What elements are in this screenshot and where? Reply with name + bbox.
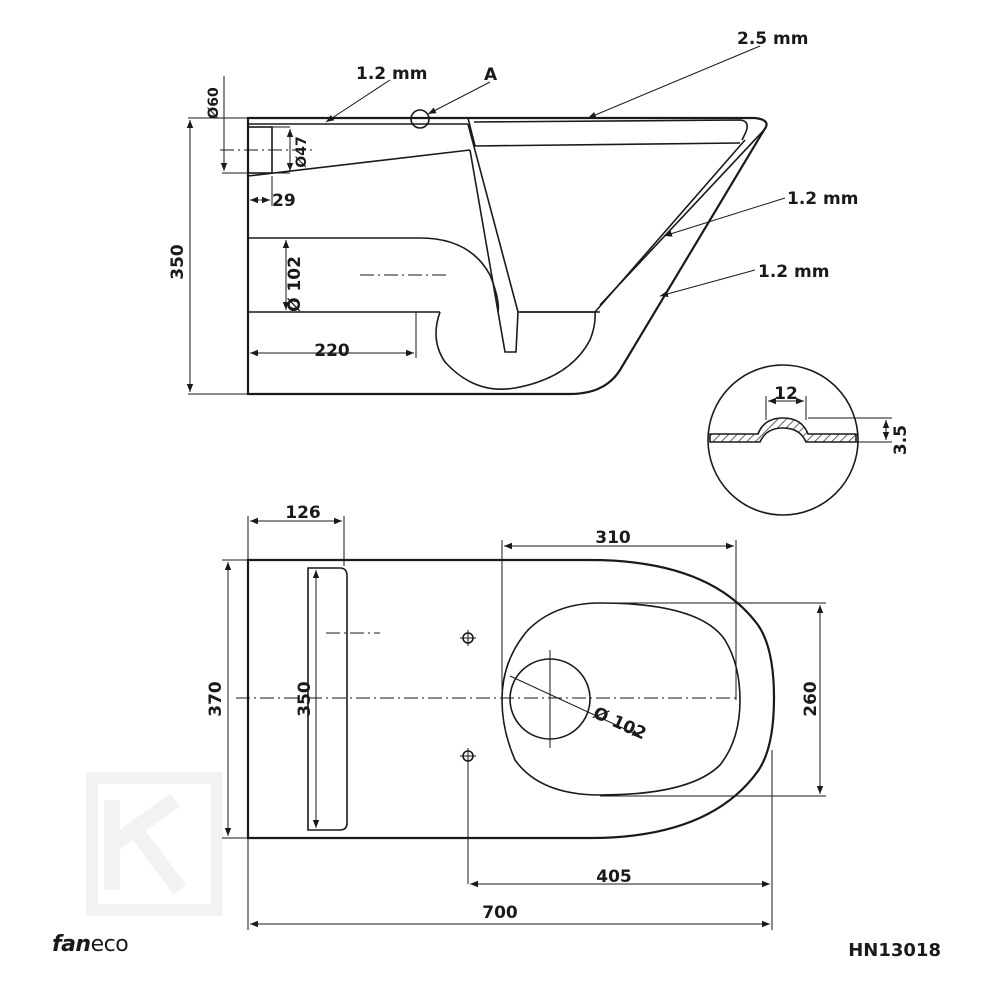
side-dia-inlet-outer-label: Ø60 bbox=[206, 87, 222, 119]
top-dia-outlet-label: Ø 102 bbox=[590, 703, 649, 744]
side-thickness-bowl-outer-label: 1.2 mm bbox=[758, 262, 829, 282]
top-overall-width-label: 370 bbox=[206, 681, 226, 717]
brand-logo: faneco bbox=[52, 932, 129, 957]
product-code: HN13018 bbox=[848, 940, 941, 961]
side-height-label: 350 bbox=[168, 244, 188, 280]
detail-width-label: 12 bbox=[774, 384, 798, 404]
watermark-logo bbox=[86, 772, 223, 916]
top-bowl-width-label: 260 bbox=[801, 681, 821, 717]
side-view: 350 Ø60 Ø47 29 Ø 102 220 1.2 mm A 2.5 mm bbox=[168, 29, 858, 396]
detail-a-view: 12 3.5 bbox=[707, 364, 911, 516]
brand-light: eco bbox=[90, 932, 129, 957]
top-view: 126 310 370 350 Ø 102 260 405 700 bbox=[206, 503, 826, 930]
side-view-outline bbox=[246, 116, 768, 396]
detail-a-marker: A bbox=[484, 65, 498, 85]
side-inlet-offset-label: 29 bbox=[272, 191, 296, 211]
side-thickness-top-label: 1.2 mm bbox=[356, 64, 427, 84]
top-overall-length-label: 700 bbox=[482, 903, 518, 923]
top-fixing-to-front-label: 405 bbox=[596, 867, 632, 887]
side-thickness-rim-label: 2.5 mm bbox=[737, 29, 808, 49]
detail-height-label: 3.5 bbox=[891, 425, 911, 455]
side-outlet-length-label: 220 bbox=[314, 341, 350, 361]
top-flange-width-label: 126 bbox=[285, 503, 321, 523]
brand-bold: fan bbox=[52, 932, 91, 957]
top-bowl-length-label: 310 bbox=[595, 528, 631, 548]
side-dia-outlet-label: Ø 102 bbox=[285, 256, 305, 312]
side-dia-inlet-inner-label: Ø47 bbox=[294, 136, 310, 167]
side-thickness-bowl-inner-label: 1.2 mm bbox=[787, 189, 858, 209]
top-flange-length-label: 350 bbox=[295, 681, 315, 717]
top-view-outline bbox=[246, 558, 776, 840]
